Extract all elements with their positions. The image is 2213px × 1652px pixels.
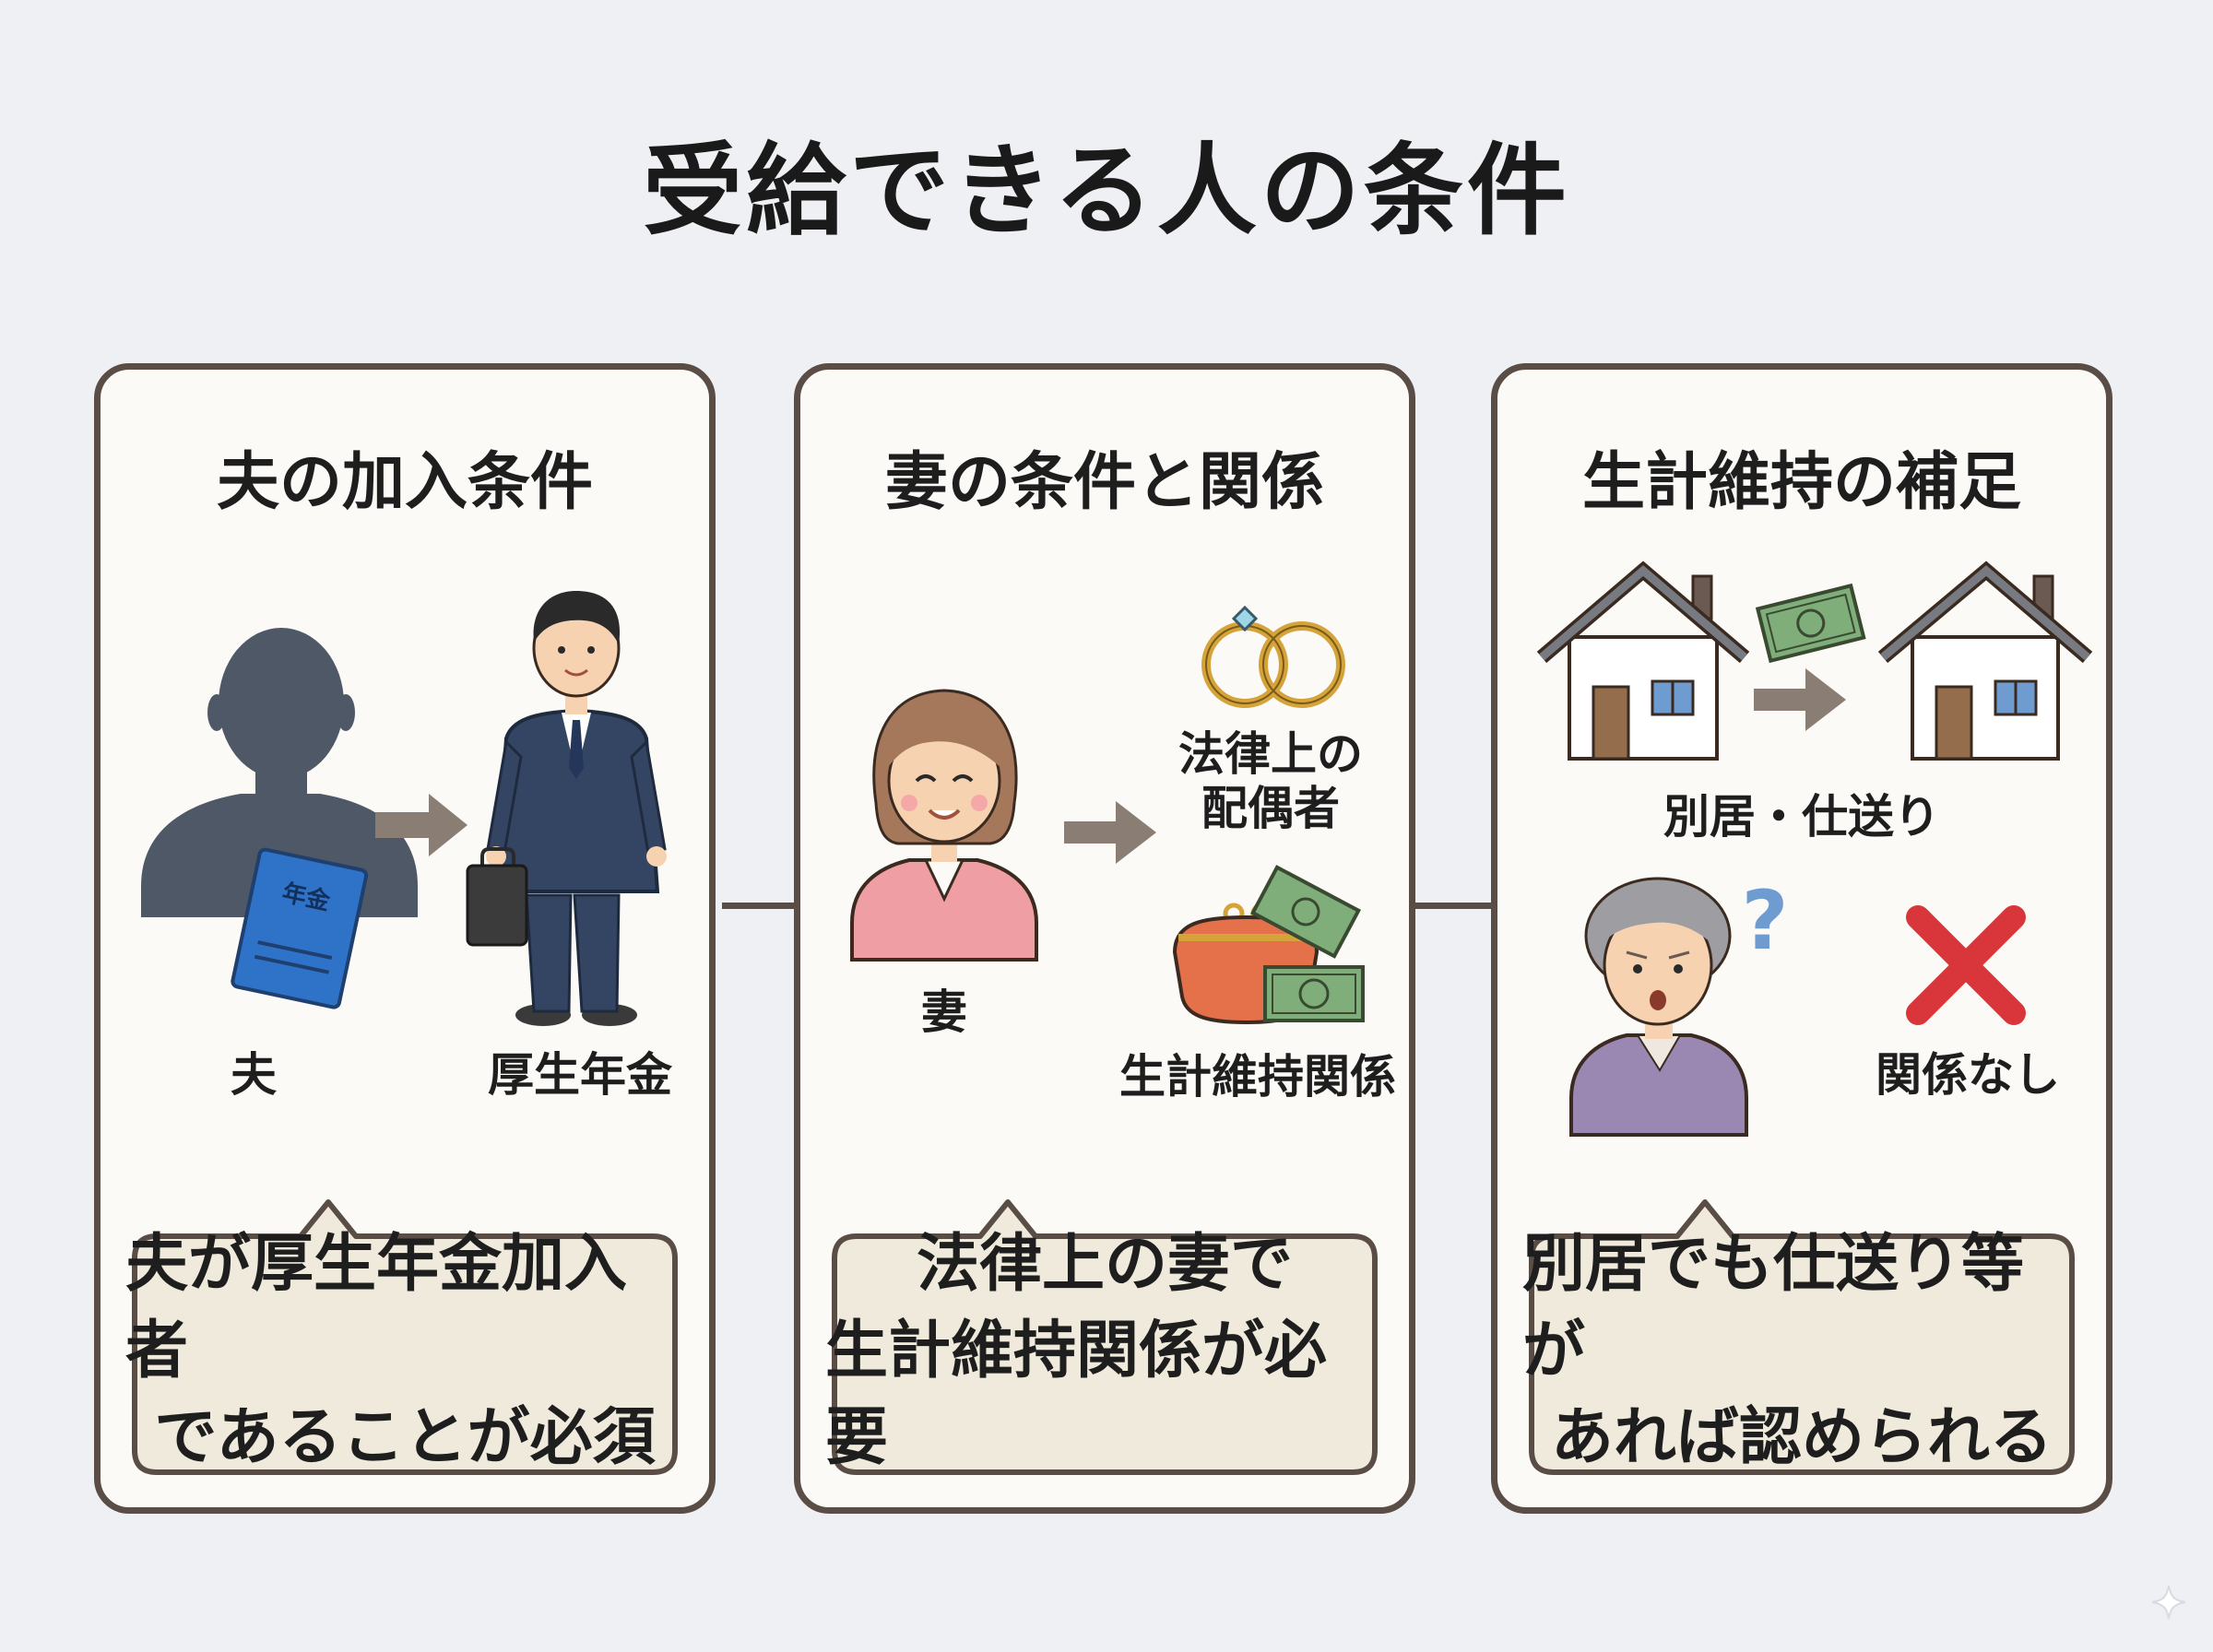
elderly-woman-icon (1569, 877, 1748, 1137)
separate-residence-label: 別居・仕送り (1663, 790, 1940, 844)
panel-wife-condition: 妻の条件と関係 (794, 363, 1415, 1514)
legal-spouse-line-2: 配偶者 (1201, 782, 1340, 835)
pension-book-icon: 年金 (231, 847, 369, 1009)
panel-support-supplement: 生計維持の補足 (1491, 363, 2112, 1514)
panel-husband-condition: 夫の加入条件 年金 (94, 363, 716, 1514)
speech-bubble (1529, 1199, 2075, 1475)
arrow-right-icon (1754, 668, 1846, 731)
bubble-line-1: 法律上の妻で (916, 1228, 1293, 1302)
house-icon (1877, 560, 2093, 761)
rings-icon (1201, 605, 1345, 708)
bubble-line-1: 別居でも仕送り等が (1522, 1228, 2025, 1388)
wife-label: 妻 (921, 985, 967, 1039)
banknote-icon (1755, 583, 1866, 664)
pension-label: 厚生年金 (488, 1048, 672, 1102)
panel-title: 夫の加入条件 (216, 446, 593, 519)
speech-bubble-text: 法律上の妻で 生計維持関係が必要 (825, 1199, 1384, 1474)
bubble-line-2: であることが必須 (154, 1400, 656, 1474)
svg-text:?: ? (1741, 873, 1788, 968)
sparkle-icon (2151, 1585, 2186, 1620)
question-mark-icon: ? (1741, 873, 1788, 968)
arrow-right-icon (375, 794, 467, 856)
page-title: 受給できる人の条件 (643, 134, 1570, 249)
panel-title: 妻の条件と関係 (884, 446, 1324, 519)
house-icon (1536, 560, 1750, 761)
bubble-line-2: 生計維持関係が必要 (825, 1315, 1328, 1474)
speech-bubble (832, 1199, 1378, 1475)
panel-title: 生計維持の補足 (1581, 446, 2021, 519)
husband-label: 夫 (231, 1048, 277, 1102)
speech-bubble (132, 1199, 678, 1475)
speech-bubble-text: 別居でも仕送り等が あれば認められる (1522, 1199, 2081, 1474)
support-relationship-label: 生計維持関係 (1119, 1050, 1396, 1103)
businessman-icon (486, 591, 667, 1026)
woman-icon (850, 689, 1038, 962)
connector-line-right (1415, 903, 1491, 909)
legal-spouse-line-1: 法律上の (1178, 727, 1363, 781)
arrow-right-icon (1064, 801, 1156, 864)
speech-bubble-text: 夫が厚生年金加入者 であることが必須 (125, 1199, 684, 1474)
banknote-icon (1250, 865, 1365, 1022)
cross-icon (1906, 905, 2026, 1025)
briefcase-icon (466, 847, 528, 947)
legal-spouse-label: 法律上の 配偶者 (1151, 727, 1391, 836)
unrelated-label: 関係なし (1876, 1048, 2060, 1102)
connector-line-left (722, 903, 794, 909)
bubble-line-2: あれば認められる (1550, 1400, 2053, 1474)
bubble-line-1: 夫が厚生年金加入者 (125, 1228, 628, 1388)
